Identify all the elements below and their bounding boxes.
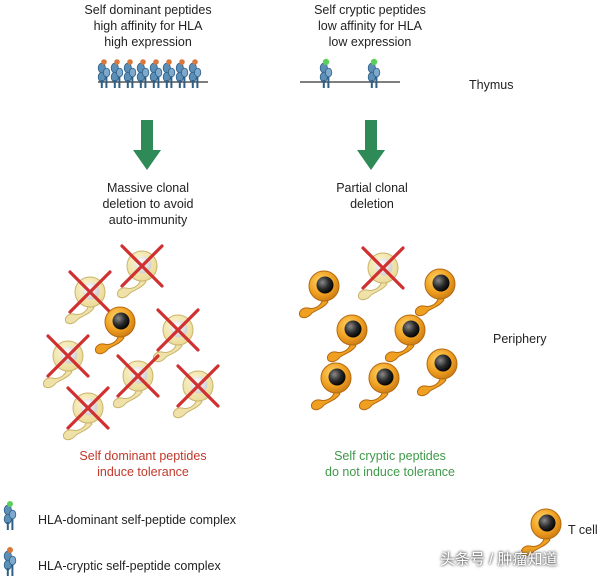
legend-dominant-icon [3, 501, 17, 531]
legend-cryptic-label: HLA-cryptic self-peptide complex [38, 559, 221, 573]
dominant-hla-row [97, 59, 202, 89]
legend-dominant-label: HLA-dominant self-peptide complex [38, 513, 237, 527]
right-deletion-arrow [357, 120, 385, 170]
periphery-label: Periphery [493, 332, 547, 346]
legend-tcell-label: T cell [568, 523, 598, 537]
right-outcome-caption: Partial clonal deletion [336, 181, 408, 211]
right-periphery-cells [298, 246, 458, 411]
legend-cryptic-icon [3, 547, 17, 577]
thymus-left-caption: Self dominant peptides high affinity for… [84, 3, 212, 49]
periphery-right-caption: Self cryptic peptides do not induce tole… [325, 449, 455, 479]
left-periphery-cells [42, 244, 220, 441]
watermark: 头条号 / 肿瘤知道 [440, 551, 558, 568]
periphery-left-caption: Self dominant peptides induce tolerance [79, 449, 207, 479]
thymus-right-caption: Self cryptic peptides low affinity for H… [314, 3, 426, 49]
thymus-label: Thymus [469, 78, 514, 92]
cryptic-hla-row [319, 58, 381, 89]
left-outcome-caption: Massive clonal deletion to avoid auto-im… [102, 181, 194, 227]
left-deletion-arrow [133, 120, 161, 170]
